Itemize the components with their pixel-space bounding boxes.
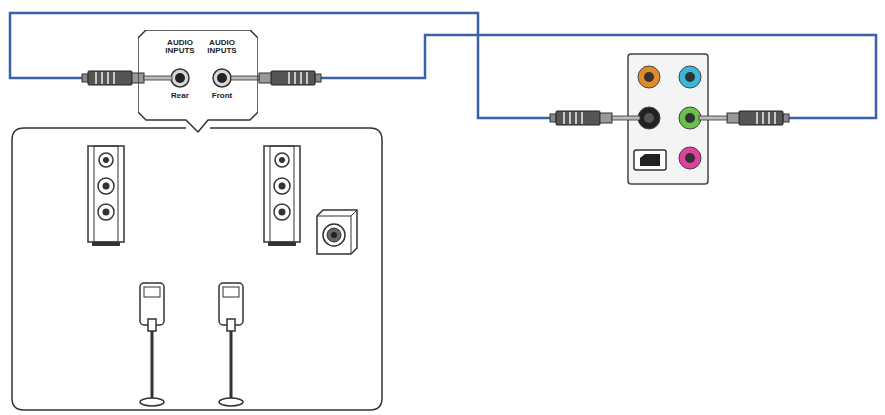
speaker-box [12, 128, 382, 410]
drawing-part [317, 210, 357, 254]
jack-label: AUDIO INPUTS [158, 39, 202, 56]
audio-plug [550, 111, 640, 125]
drawing-part [685, 113, 695, 123]
drawing-part [274, 178, 290, 194]
drawing-part [230, 331, 233, 399]
drawing-part [612, 116, 640, 120]
drawing-part [679, 147, 701, 169]
subwoofer [317, 210, 357, 254]
callout-border [138, 30, 258, 132]
drawing-part [94, 146, 118, 242]
drawing-part [638, 66, 660, 88]
drawing-part [739, 111, 783, 125]
drawing-part [699, 116, 727, 120]
drawing-part [144, 76, 172, 80]
drawing-part [217, 73, 227, 83]
drawing-part [640, 154, 660, 166]
drawing-part [103, 209, 110, 216]
drawing-part [600, 113, 612, 123]
drawing-part [685, 72, 695, 82]
audio-plug [699, 111, 789, 125]
drawing-part [99, 153, 113, 167]
drawing-part [279, 157, 285, 163]
drawing-part [171, 69, 189, 87]
satellite-speaker [219, 283, 243, 406]
drawing-part [175, 73, 185, 83]
drawing-part [270, 146, 294, 242]
callout-bubble: AUDIO INPUTS Rear AUDIO INPUTS Front [138, 30, 258, 132]
drawing-part [144, 287, 160, 297]
drawing-part [103, 183, 110, 190]
drawing-part [264, 146, 300, 242]
drawing-part [82, 74, 88, 82]
drawing-part [219, 398, 243, 406]
drawing-part [757, 112, 775, 124]
audio-plug [82, 71, 172, 85]
drawing-part [644, 113, 654, 123]
jack-label: AUDIO INPUTS [200, 39, 244, 56]
drawing-part [98, 178, 114, 194]
drawing-part [88, 146, 124, 242]
drawing-part [644, 72, 654, 82]
drawing-part [315, 74, 321, 82]
audio-jack [213, 69, 231, 87]
drawing-part [231, 76, 259, 80]
drawing-part [727, 113, 739, 123]
drawing-part [140, 398, 164, 406]
drawing-part [327, 228, 341, 242]
drawing-part [638, 107, 660, 129]
drawing-part [213, 69, 231, 87]
drawing-part [564, 112, 582, 124]
drawing-part [271, 71, 315, 85]
tower-speaker [88, 146, 124, 246]
drawing-part [96, 72, 114, 84]
audio-plug [231, 71, 321, 85]
drawing-part [279, 209, 286, 216]
drawing-part [103, 157, 109, 163]
audio-cable [10, 13, 550, 118]
drawing-part [550, 114, 556, 122]
drawing-part [679, 107, 701, 129]
drawing-part [279, 183, 286, 190]
audio-jack [171, 69, 189, 87]
callout-outline [138, 30, 258, 134]
drawing-part [148, 319, 156, 331]
jack-name: Front [202, 92, 242, 100]
drawing-part [259, 73, 271, 83]
drawing-part [223, 287, 239, 297]
drawing-part [98, 204, 114, 220]
drawing-part [679, 66, 701, 88]
drawing-part [289, 72, 307, 84]
drawing-part [274, 204, 290, 220]
drawing-part [227, 319, 235, 331]
drawing-part [275, 153, 289, 167]
drawing-part [268, 242, 296, 246]
tower-speaker [264, 146, 300, 246]
satellite-speaker [140, 283, 164, 406]
drawing-part [88, 71, 132, 85]
jack-name: Rear [160, 92, 200, 100]
drawing-part [151, 331, 154, 399]
drawing-part [685, 153, 695, 163]
drawing-part [323, 224, 345, 246]
audio-cable [321, 35, 876, 118]
drawing-part [331, 232, 337, 238]
drawing-part [783, 114, 789, 122]
drawing-part [317, 210, 357, 254]
drawing-part [92, 242, 120, 246]
drawing-part [556, 111, 600, 125]
drawing-part [634, 150, 666, 170]
